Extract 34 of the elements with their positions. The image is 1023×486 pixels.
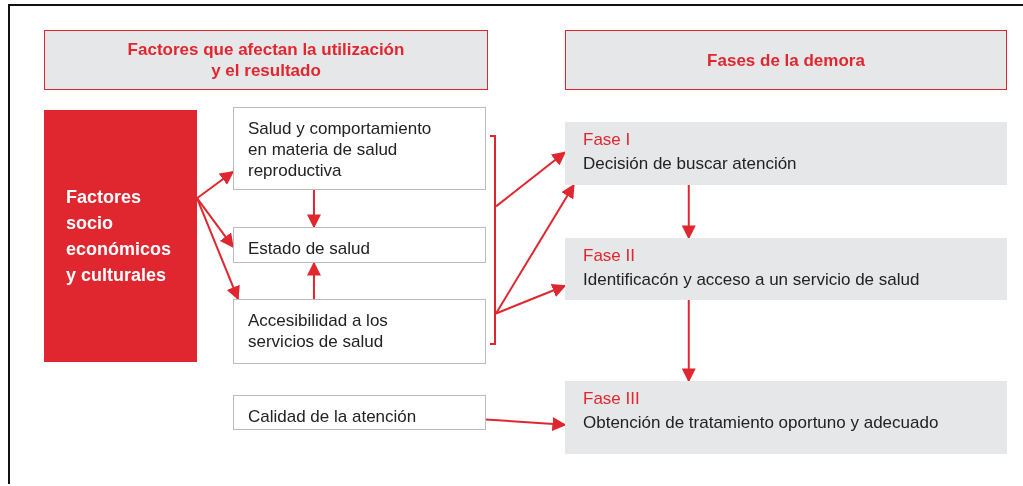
factor-box — [233, 395, 486, 430]
node-text: Calidad de la atención — [248, 406, 418, 427]
arrow — [495, 151, 567, 208]
node-text: Factores que afectan la utilización y el resultado — [126, 39, 406, 81]
phase-box — [565, 381, 1007, 454]
node-text: Obtención de tratamiento oportuno y adecuado — [583, 412, 940, 434]
phase-title: Fase III — [583, 388, 641, 410]
arrow — [485, 416, 567, 431]
phase-title: Fase II — [583, 245, 636, 267]
section-header — [44, 30, 488, 90]
factor-box — [233, 107, 486, 190]
node-text: Estado de salud — [248, 238, 371, 259]
arrow — [196, 170, 235, 200]
bracket — [490, 135, 496, 345]
arrow — [495, 283, 567, 315]
arrow — [306, 189, 321, 229]
phase-title: Fase I — [583, 129, 632, 151]
factor-box — [233, 299, 486, 364]
phase-box — [565, 238, 1007, 300]
node-text: Identificacón y acceso a un servicio de salud — [583, 269, 921, 291]
node-text: Factores socio económicos y culturales — [66, 186, 173, 287]
arrow — [306, 261, 321, 300]
arrow — [681, 184, 696, 240]
arrow — [681, 299, 696, 383]
node-text: Fases de la demora — [707, 49, 865, 71]
node-text: Salud y comportamiento en materia de salud reproductiva — [248, 118, 433, 181]
factor-box — [233, 227, 486, 263]
node-text: Decisión de buscar atención — [583, 153, 798, 175]
arrow — [495, 183, 575, 315]
arrow — [196, 197, 234, 248]
factor-box — [44, 110, 197, 362]
phase-box — [565, 122, 1007, 185]
node-text: Accesibilidad a los servicios de salud — [248, 310, 389, 352]
section-header — [565, 30, 1007, 90]
